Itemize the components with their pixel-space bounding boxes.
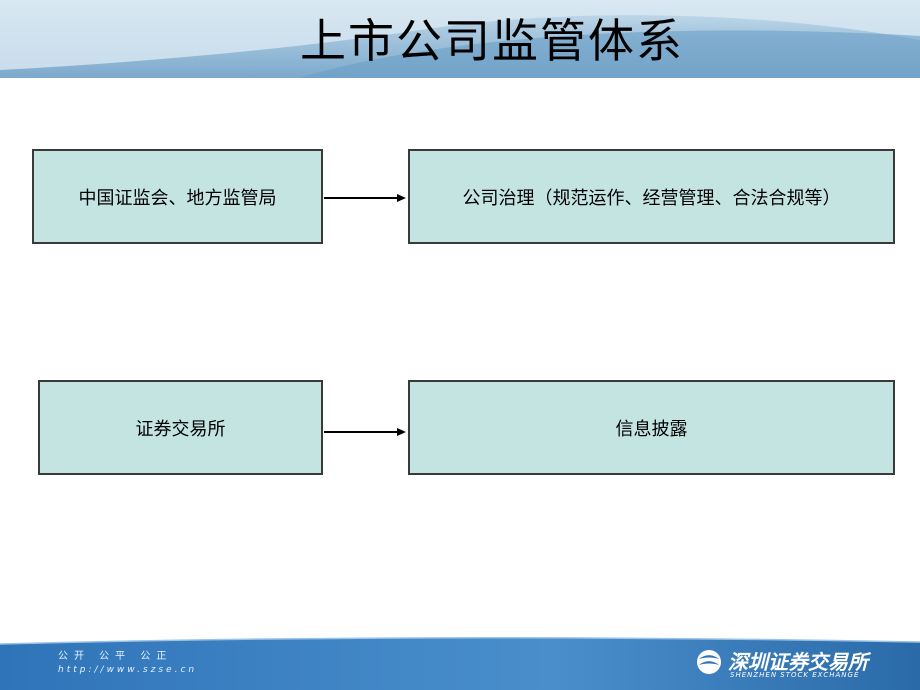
regulator-label: 中国证监会、地方监管局	[78, 187, 277, 209]
logo-english-name: SHENZHEN STOCK EXCHANGE	[730, 671, 860, 679]
regulator-box: 中国证监会、地方监管局	[32, 149, 323, 244]
footer-website: http://www.szse.cn	[58, 665, 198, 675]
governance-box: 公司治理（规范运作、经营管理、合法合规等）	[408, 149, 895, 244]
arrow-exchange-to-disclosure	[324, 428, 406, 436]
disclosure-box: 信息披露	[408, 380, 895, 475]
header-swoosh	[0, 0, 920, 78]
exchange-box: 证券交易所	[38, 380, 323, 475]
szse-logo-icon	[697, 650, 721, 674]
footer-banner	[0, 636, 920, 690]
governance-label: 公司治理（规范运作、经营管理、合法合规等）	[462, 187, 841, 209]
exchange-label: 证券交易所	[135, 418, 226, 440]
header-banner	[0, 0, 920, 78]
footer-slogan: 公开 公平 公正	[58, 651, 173, 662]
disclosure-label: 信息披露	[615, 418, 688, 440]
footer-wave	[0, 636, 920, 690]
logo-chinese-name: 深圳证券交易所	[728, 650, 868, 674]
page-title: 上市公司监管体系	[300, 14, 684, 68]
arrow-regulator-to-governance	[324, 194, 406, 202]
